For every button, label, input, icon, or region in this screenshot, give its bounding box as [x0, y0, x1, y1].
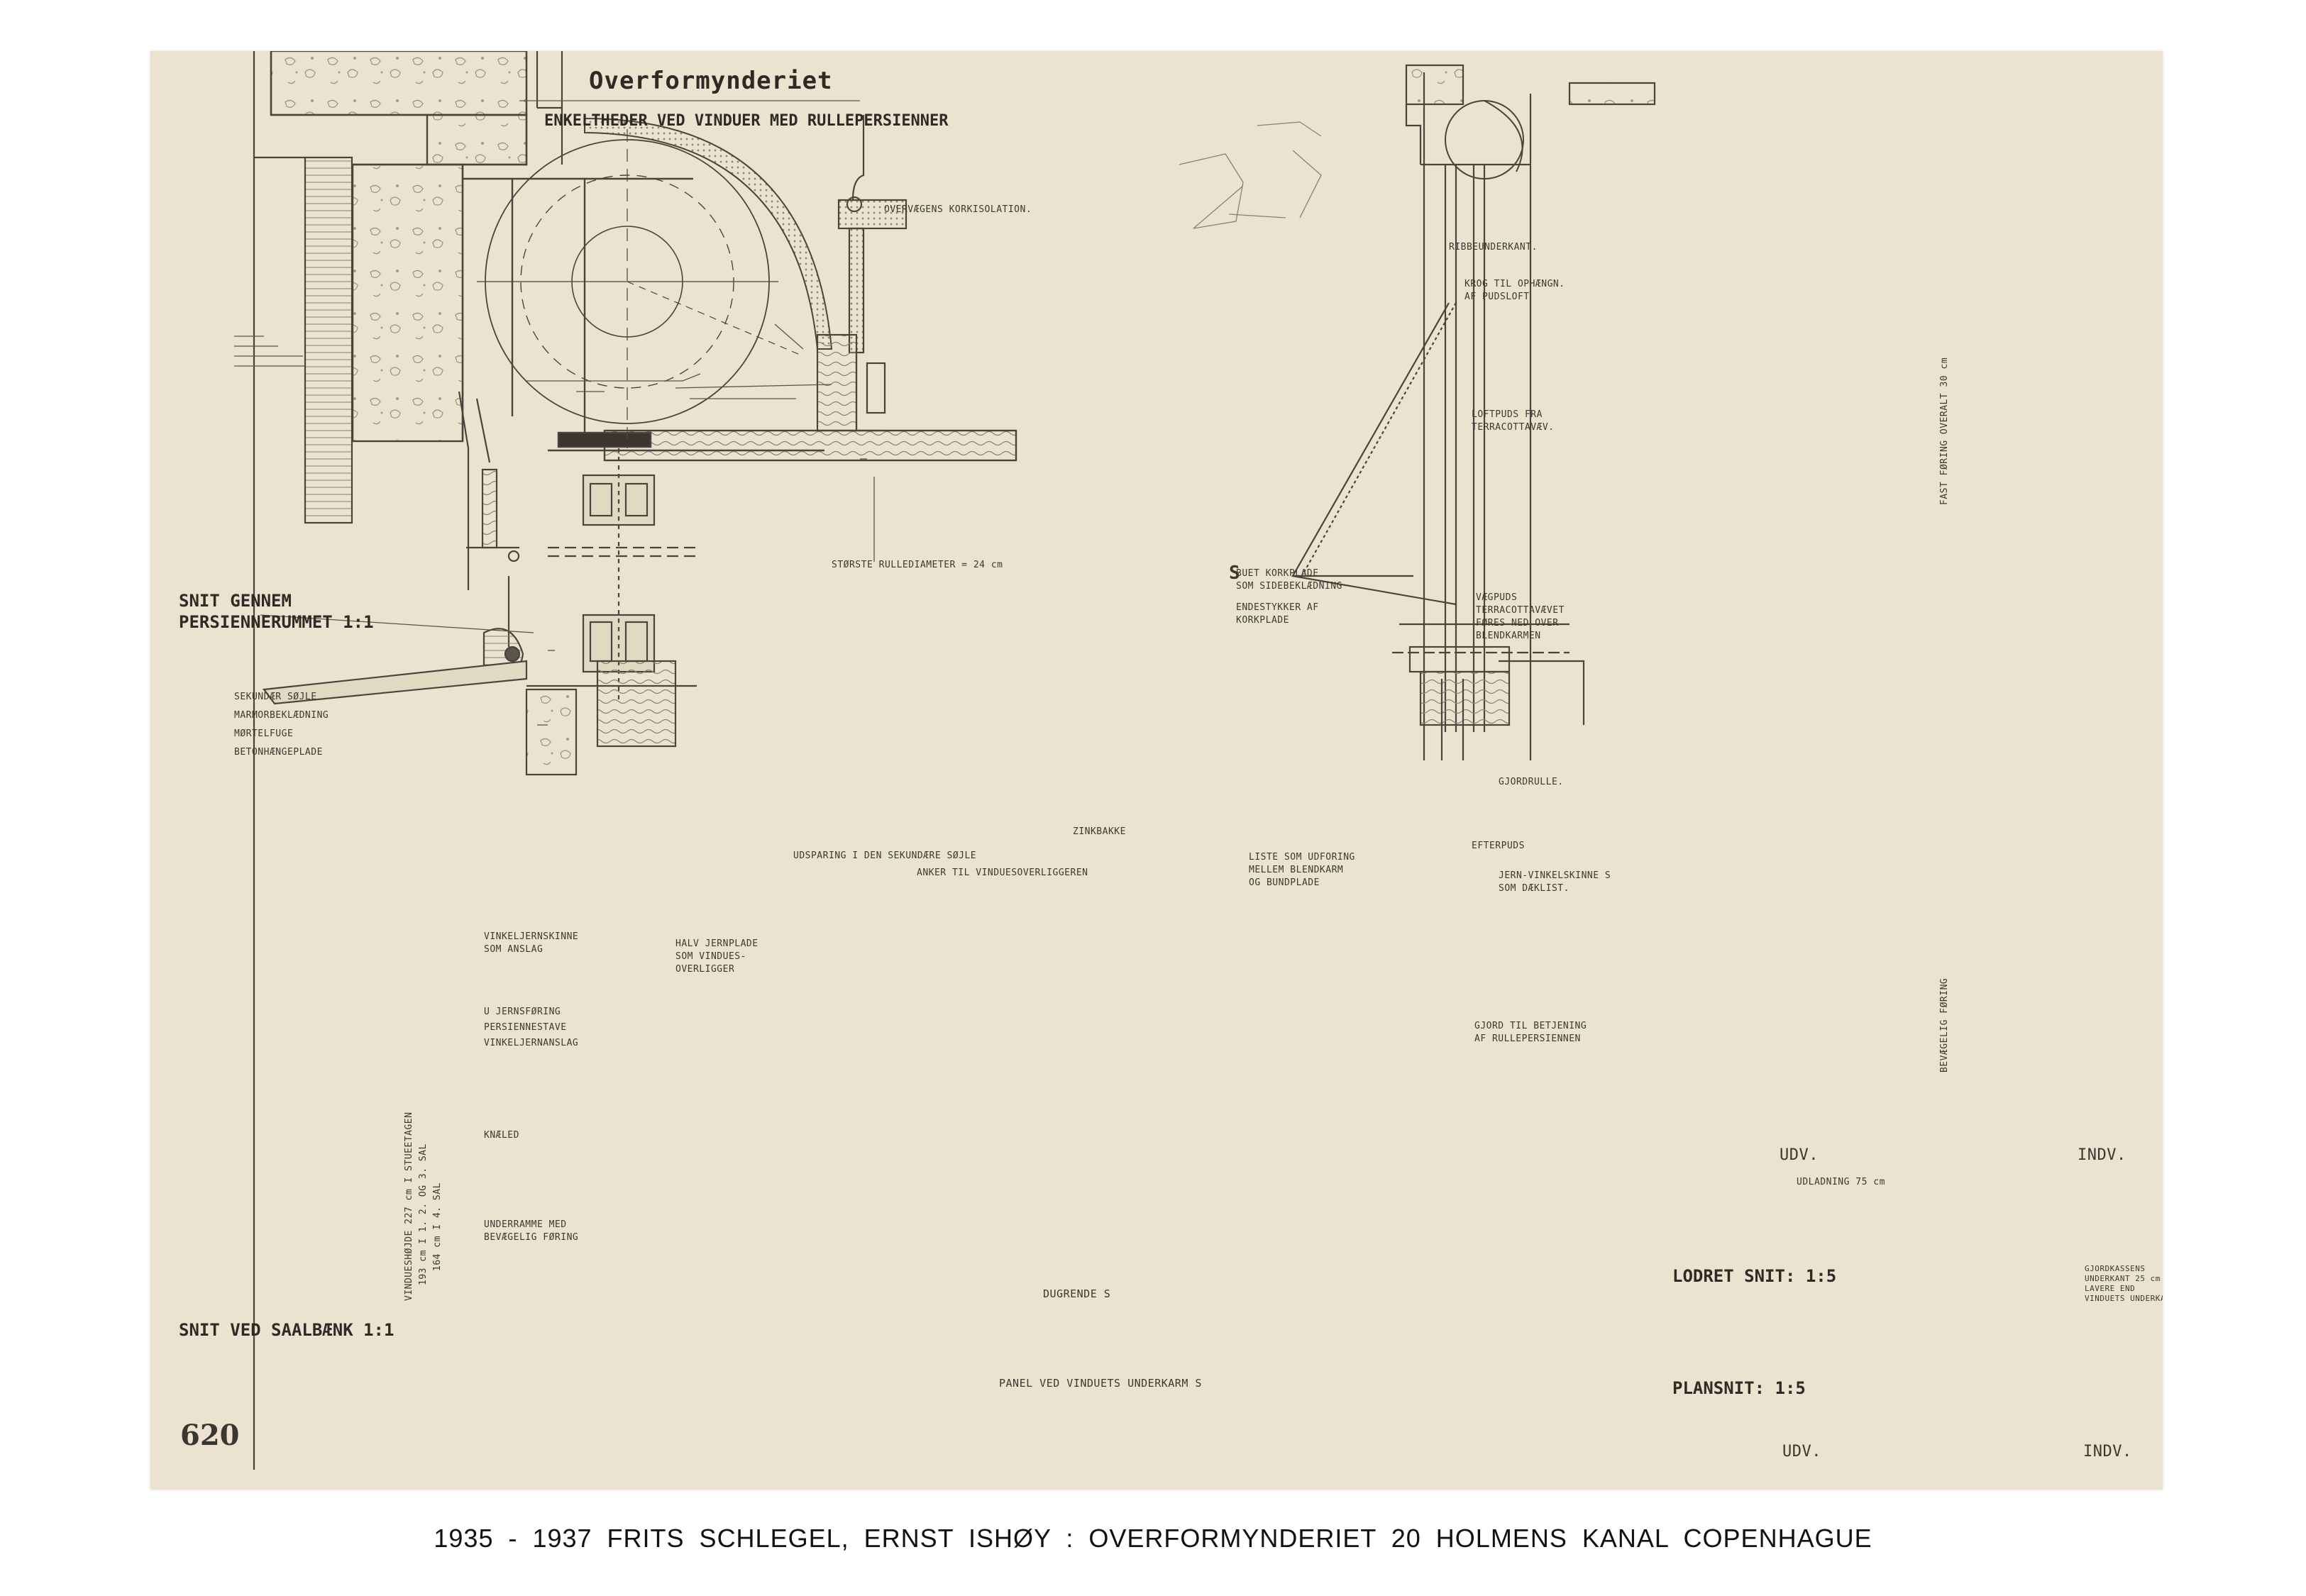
marble-cladding — [304, 156, 353, 524]
label-gjordrulle: GJORDRULLE. — [1499, 777, 1564, 787]
label-loftpuds-1: LOFTPUDS FRA — [1472, 409, 1543, 420]
sill-bench — [262, 660, 697, 776]
label-rullediameter: STØRSTE RULLEDIAMETER = 24 cm — [832, 560, 1003, 570]
label-buet-korkplade-1: BUET KORKPLADE — [1236, 568, 1319, 579]
label-halv-jernplade-2: SOM VINDUES- — [675, 951, 746, 962]
label-sekundaer-soejle: SEKUNDÆR SØJLE — [234, 692, 317, 702]
label-udladning: UDLADNING 75 cm — [1797, 1177, 1885, 1187]
label-u-jernsfoering-3: VINKELJERNANSLAG — [484, 1038, 579, 1048]
label-vaegpuds-2: TERRACOTTAVÆVET — [1476, 605, 1565, 616]
label-vinkeljernskinne-1: VINKELJERNSKINNE — [484, 931, 579, 942]
technical-drawing — [234, 51, 1656, 1470]
label-vaegpuds-4: BLENDKARMEN — [1476, 631, 1541, 641]
label-udv-top: UDV. — [1780, 1146, 1819, 1164]
label-vindueshoejde-3: 164 cm I 4. SAL — [432, 1182, 443, 1271]
label-underramme-1: UNDERRAMME MED — [484, 1219, 567, 1230]
label-krog-1: KROG TIL OPHÆNGN. — [1464, 279, 1565, 289]
sheet-number: 620 — [180, 1419, 240, 1452]
label-zinkbakke: ZINKBAKKE — [1073, 826, 1126, 837]
section-title-lodret: LODRET SNIT: 1:5 — [1672, 1266, 1837, 1286]
label-endestykker-1: ENDESTYKKER AF — [1236, 602, 1319, 613]
label-gjordkassens-2: UNDERKANT 25 cm — [2085, 1274, 2161, 1283]
label-endestykker-2: KORKPLADE — [1236, 615, 1289, 626]
margin-sketch — [1179, 121, 1322, 229]
label-dugrende: DUGRENDE S — [1043, 1287, 1111, 1300]
right-wall-detail — [816, 115, 907, 432]
label-betonhaengeplade: BETONHÆNGEPLADE — [234, 747, 323, 758]
label-liste-3: OG BUNDPLADE — [1249, 877, 1320, 888]
label-indv-top: INDV. — [2078, 1146, 2126, 1164]
roller-box — [463, 177, 693, 434]
ceiling-slab — [270, 51, 528, 116]
label-loftpuds-2: TERRACOTTAVÆV. — [1472, 422, 1555, 433]
label-vindueshoejde-1: VINDUESHØJDE 227 cm I STUEETAGEN — [404, 1112, 414, 1301]
label-underramme-2: BEVÆGELIG FØRING — [484, 1232, 579, 1243]
label-marmorbeklaedning: MARMORBEKLÆDNING — [234, 710, 329, 721]
drawing-sheet: Overformynderiet ENKELTHEDER VED VINDUER… — [150, 51, 2163, 1490]
label-kneled: KNÆLED — [484, 1130, 519, 1141]
label-gjordkassens-1: GJORDKASSENS — [2085, 1264, 2146, 1273]
section-title-snit-gennem-2: PERSIENNERUMMET 1:1 — [179, 612, 374, 632]
label-gjordkassens-3: LAVERE END — [2085, 1284, 2136, 1293]
label-halv-jernplade-1: HALV JERNPLADE — [675, 938, 758, 949]
label-udv-bottom: UDV. — [1782, 1443, 1821, 1461]
section-title-snit-gennem-1: SNIT GENNEM — [179, 591, 292, 611]
label-liste-1: LISTE SOM UDFORING — [1249, 852, 1355, 863]
label-jern-vinkelskinne-1: JERN-VINKELSKINNE S — [1499, 870, 1611, 881]
label-bevaegelig-foering: BEVÆGELIG FØRING — [1939, 977, 1950, 1073]
label-ribbeunderkant: RIBBEUNDERKANT. — [1449, 242, 1538, 253]
curved-cork-plate — [584, 117, 833, 350]
label-krog-2: AF PUDSLOFT — [1464, 292, 1530, 302]
label-efterpuds: EFTERPUDS — [1472, 841, 1525, 851]
archive-caption: 1935 - 1937 FRITS SCHLEGEL, ERNST ISHØY … — [434, 1524, 1872, 1553]
label-vaegpuds-3: FØRES NED OVER — [1476, 618, 1559, 628]
label-anker: ANKER TIL VINDUESOVERLIGGEREN — [917, 868, 1088, 878]
label-panel: PANEL VED VINDUETS UNDERKARM S — [999, 1377, 1202, 1390]
roller-drum — [477, 129, 804, 448]
label-udsparing: UDSPARING I DEN SEKUNDÆRE SØJLE — [793, 850, 977, 861]
shutter-guide — [458, 391, 524, 678]
label-liste-2: MELLEM BLENDKARM — [1249, 865, 1344, 875]
window-lintel — [548, 429, 1017, 462]
label-vinkeljernskinne-2: SOM ANSLAG — [484, 944, 544, 955]
label-gjordkassens-4: VINDUETS UNDERKANT — [2085, 1294, 2163, 1303]
section-mark-s: S — [1229, 563, 1241, 584]
label-u-jernsfoering-1: U JERNSFØRING — [484, 1007, 561, 1017]
label-buet-korkplade-2: SOM SIDEBEKLÆDNING — [1236, 581, 1342, 592]
label-moertelfuge: MØRTELFUGE — [234, 728, 294, 739]
label-vaegpuds-1: VÆGPUDS — [1476, 592, 1518, 603]
section-title-plansnit: PLANSNIT: 1:5 — [1672, 1378, 1806, 1398]
drawing-subtitle: ENKELTHEDER VED VINDUER MED RULLEPERSIEN… — [544, 112, 949, 130]
leader-lines — [234, 100, 875, 726]
label-jern-vinkelskinne-2: SOM DÆKLIST. — [1499, 883, 1569, 894]
drawing-title: Overformynderiet — [589, 67, 833, 95]
secondary-column — [351, 113, 528, 443]
label-u-jernsfoering-2: PERSIENNESTAVE — [484, 1022, 567, 1033]
vertical-section — [1291, 64, 1656, 760]
label-halv-jernplade-3: OVERLIGGER — [675, 964, 735, 975]
section-title-saalbaenk: SNIT VED SAALBÆNK 1:1 — [179, 1320, 395, 1340]
label-gjord-betjening-2: AF RULLEPERSIENNEN — [1474, 1033, 1581, 1044]
wall-lines — [253, 51, 563, 1470]
label-vindueshoejde-2: 193 cm I 1. 2. OG 3. SAL — [418, 1143, 429, 1285]
label-indv-bottom: INDV. — [2083, 1443, 2132, 1461]
label-fast-foering: FAST FØRING OVERALT 30 cm — [1939, 357, 1950, 505]
label-korkisolation: OVERVÆGENS KORKISOLATION. — [884, 204, 1032, 215]
label-gjord-betjening-1: GJORD TIL BETJENING — [1474, 1021, 1587, 1031]
